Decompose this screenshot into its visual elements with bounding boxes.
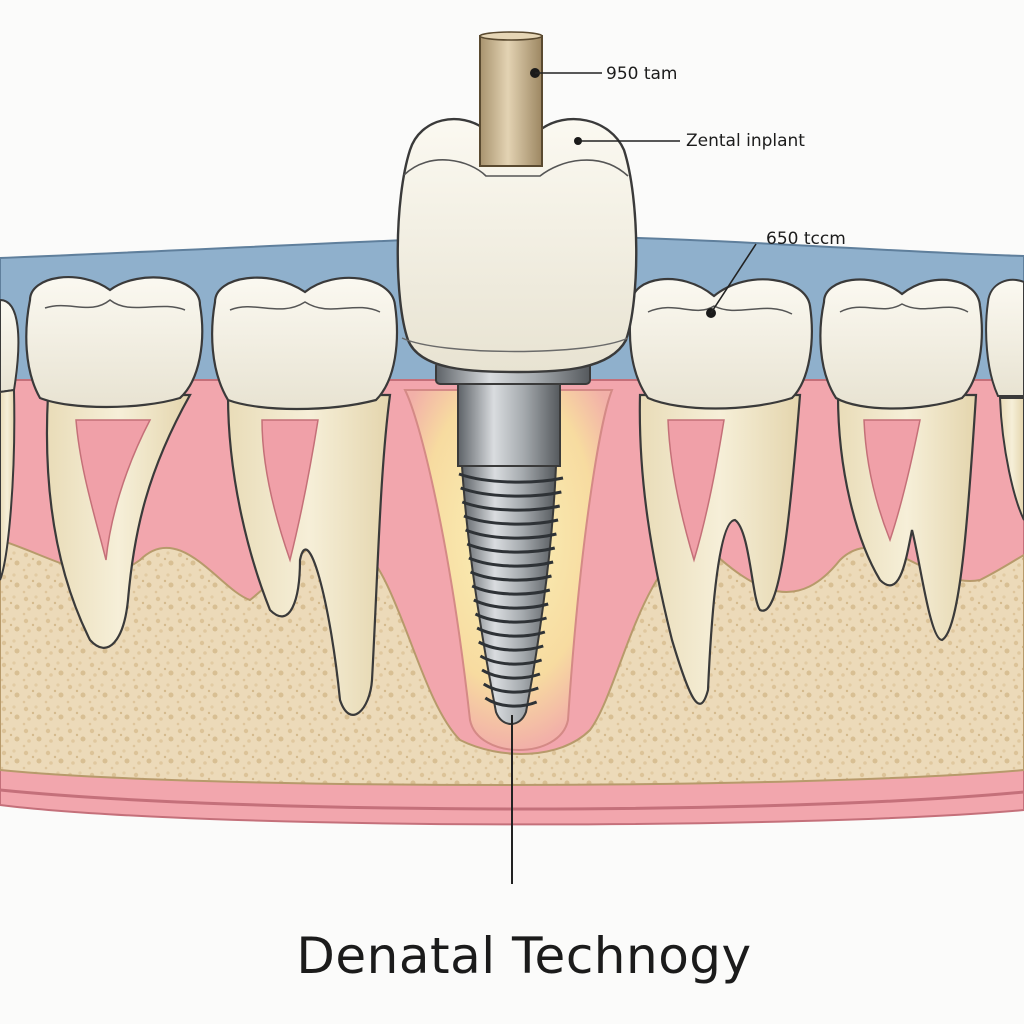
callout-right: 650 tccm: [710, 229, 846, 314]
thread-ridge: [458, 472, 564, 484]
thread-ridge: [476, 626, 546, 638]
natural-tooth-1: [25, 276, 204, 649]
thread-ridge: [463, 514, 559, 526]
thread-ridge: [481, 668, 541, 680]
implant-threads: [458, 472, 564, 708]
natural-tooth-4: [819, 278, 983, 642]
callout-top-label: 950 tam: [606, 64, 678, 84]
thread-ridge: [461, 500, 561, 512]
callout-right-label: 650 tccm: [766, 229, 846, 249]
diagram-caption: Denatal Technogy: [296, 927, 751, 985]
thread-ridge: [471, 584, 551, 596]
thread-ridge: [474, 612, 547, 624]
natural-tooth-right-edge: [985, 278, 1024, 521]
implant-screw: [435, 361, 591, 725]
natural-tooth-2: [211, 276, 399, 716]
thread-ridge: [478, 640, 544, 652]
thread-ridge: [466, 542, 556, 554]
callout-top: 950 tam: [530, 64, 678, 84]
natural-tooth-3: [628, 278, 813, 705]
abutment-post: [479, 31, 543, 167]
thread-ridge: [469, 570, 552, 582]
thread-ridge: [484, 696, 538, 708]
thread-ridge: [482, 682, 539, 694]
callout-implant: Zental inplant: [574, 131, 805, 151]
thread-ridge: [468, 556, 554, 568]
thread-ridge: [465, 528, 557, 540]
thread-ridge: [460, 486, 562, 498]
lower-gum-edge: [0, 788, 1024, 811]
thread-ridge: [473, 598, 549, 610]
natural-tooth-left-edge: [0, 298, 20, 581]
thread-ridge: [479, 654, 543, 666]
callout-implant-label: Zental inplant: [686, 131, 805, 151]
